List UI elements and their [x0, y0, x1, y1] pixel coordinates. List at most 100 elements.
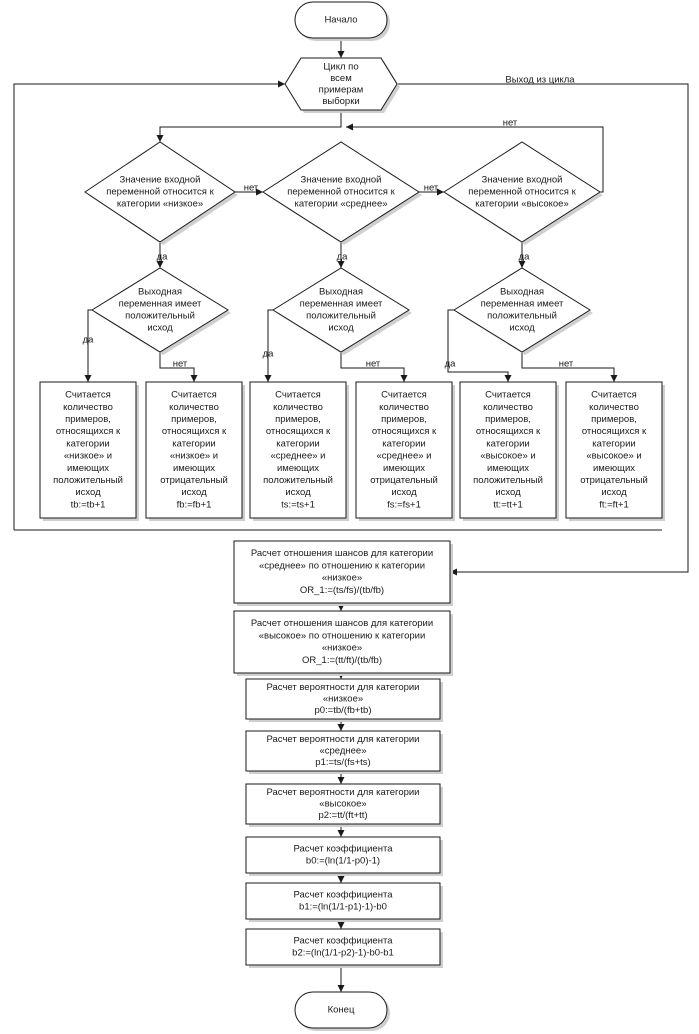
c_ft-line-3: относящихся к — [582, 426, 647, 437]
edge-omid-fs — [340, 352, 408, 382]
edge-label-no_fb: нет — [173, 359, 188, 370]
edge-label-yes_low: да — [157, 252, 169, 263]
c_fs-line-1: количество — [379, 402, 429, 413]
o_high-line-0: Выходная — [500, 287, 544, 298]
end-line-0: Конец — [328, 1005, 355, 1016]
c_ts-line-5: «среднее» и — [271, 451, 326, 462]
node-r_or2: Расчет отношения шансов для категории«вы… — [233, 610, 453, 676]
r_b1-line-1: b1:=(ln(1/1-p1)-1)-b0 — [299, 902, 387, 913]
node-c_fs: Считаетсяколичествопримеров,относящихся … — [355, 381, 455, 521]
c_ft-line-1: количество — [589, 402, 639, 413]
c_fs-line-5: «среднее» и — [377, 451, 432, 462]
c_ft-line-9: ft:=ft+1 — [599, 499, 629, 510]
r_or1-line-0: Расчет отношения шансов для категории — [251, 548, 433, 559]
edge-label-no_back: нет — [503, 118, 518, 129]
edge-olow-fb — [159, 352, 198, 382]
o_mid-line-3: исход — [328, 323, 354, 334]
r_p2-line-2: p2:=tt/(ft+tt) — [318, 810, 367, 821]
d_mid-line-1: переменной относится к — [287, 187, 395, 198]
c_tb-line-1: количество — [63, 402, 113, 413]
d_mid-line-2: категории «среднее» — [294, 199, 387, 210]
o_mid-line-0: Выходная — [319, 287, 363, 298]
c_ts-line-2: примеров, — [275, 414, 321, 425]
c_ts-line-6: имеющих — [277, 463, 319, 474]
edge-label-no_fs: нет — [366, 359, 381, 370]
o_low-line-2: положительный — [125, 311, 195, 322]
edge-label-yes_tt: да — [445, 359, 457, 370]
o_high-line-1: переменная имеет — [481, 299, 564, 310]
edge-label-yes_tb: да — [83, 335, 95, 346]
d_high-line-0: Значение входной — [482, 175, 563, 186]
c_ts-line-1: количество — [273, 402, 323, 413]
d_high-line-2: категории «высокое» — [475, 199, 568, 210]
c_ts-line-7: положительный — [263, 475, 333, 486]
c_fb-line-9: fb:=fb+1 — [177, 499, 212, 510]
edge-loop-split — [156, 110, 342, 142]
r_p0-line-0: Расчет вероятности для категории — [267, 682, 420, 693]
r_b1-line-0: Расчет коэффициента — [294, 890, 394, 901]
edge-label-no_mid: нет — [244, 183, 259, 194]
edge-label-yes_ts: да — [263, 349, 275, 360]
c_ts-line-0: Считается — [275, 390, 321, 401]
c_ts-line-9: ts:=ts+1 — [281, 499, 315, 510]
d_low-line-0: Значение входной — [120, 175, 201, 186]
r_or2-line-3: OR_1:=(tt/ft)/(tb/fb) — [302, 655, 382, 666]
node-c_fb: Считаетсяколичествопримеров,относящихся … — [145, 381, 245, 521]
edge-label-no_high: нет — [424, 183, 439, 194]
c_fb-line-8: исход — [181, 487, 207, 498]
c_fb-line-1: количество — [169, 402, 219, 413]
c_ft-line-7: отрицательный — [580, 475, 648, 486]
c_tt-line-5: «высокое» и — [480, 451, 535, 462]
o_low-line-0: Выходная — [138, 287, 182, 298]
d_low-line-2: категории «низкое» — [117, 199, 203, 210]
c_tt-line-1: количество — [483, 402, 533, 413]
o_high-line-2: положительный — [487, 311, 557, 322]
c_tb-line-4: категории — [66, 438, 109, 449]
o_mid-line-1: переменная имеет — [300, 299, 383, 310]
loop-line-0: Цикл по — [323, 61, 358, 72]
c_fs-line-3: относящихся к — [372, 426, 437, 437]
c_tt-line-6: имеющих — [487, 463, 529, 474]
c_tt-line-0: Считается — [485, 390, 531, 401]
edge-ohigh-ft — [521, 352, 618, 382]
node-c_ft: Считаетсяколичествопримеров,относящихся … — [565, 381, 665, 521]
c_tt-line-2: примеров, — [485, 414, 531, 425]
c_tb-line-0: Считается — [65, 390, 111, 401]
edge-olow-tb — [84, 309, 92, 382]
r_b2-line-1: b2:=(ln(1/1-p2)-1)-b0-b1 — [292, 948, 394, 959]
r_or1-line-1: «среднее» по отношению к категории — [259, 560, 425, 571]
c_fb-line-2: примеров, — [171, 414, 217, 425]
c_ts-line-4: категории — [276, 438, 319, 449]
c_tt-line-8: исход — [495, 487, 521, 498]
o_low-line-3: исход — [147, 323, 173, 334]
edge-label-yes_mid: да — [337, 252, 349, 263]
r_p0-line-2: p0:=tb/(fb+tb) — [314, 705, 371, 716]
d_mid-line-0: Значение входной — [301, 175, 382, 186]
node-start: Начало — [294, 1, 390, 41]
node-c_tb: Считаетсяколичествопримеров,относящихся … — [39, 381, 139, 521]
c_ft-line-8: исход — [601, 487, 627, 498]
node-r_p2: Расчет вероятности для категории«высокое… — [245, 783, 443, 827]
c_fb-line-7: отрицательный — [160, 475, 228, 486]
r_b0-line-1: b0:=(ln(1/1-p0)-1) — [306, 856, 380, 867]
r_or2-line-0: Расчет отношения шансов для категории — [251, 618, 433, 629]
r_b0-line-0: Расчет коэффициента — [294, 844, 394, 855]
c_fb-line-4: категории — [172, 438, 215, 449]
o_low-line-1: переменная имеет — [119, 299, 202, 310]
c_ts-line-8: исход — [285, 487, 311, 498]
c_tb-line-6: имеющих — [67, 463, 109, 474]
node-c_ts: Считаетсяколичествопримеров,относящихся … — [249, 381, 349, 521]
c_fb-line-0: Считается — [171, 390, 217, 401]
c_fs-line-9: fs:=fs+1 — [387, 499, 421, 510]
edge-loop-exit — [397, 83, 689, 576]
